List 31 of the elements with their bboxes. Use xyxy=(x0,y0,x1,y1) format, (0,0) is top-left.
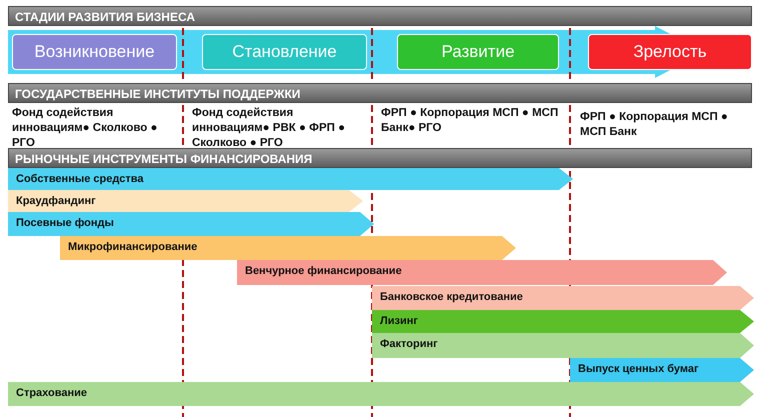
section-header-band: ГОСУДАРСТВЕННЫЕ ИНСТИТУТЫ ПОДДЕРЖКИ xyxy=(8,83,752,103)
bar-label: Микрофинансирование xyxy=(68,241,198,253)
arrow-bar xyxy=(8,168,573,190)
arrow-bar xyxy=(60,236,516,260)
arrow-bar xyxy=(372,286,754,310)
support-institutions-text: ФРП ● Корпорация МСП ● МСП Банк xyxy=(580,110,729,140)
bar-label: Венчурное финансирование xyxy=(245,265,402,277)
bar-label: Краудфандинг xyxy=(16,195,96,207)
arrow-bar xyxy=(8,190,363,212)
support-institutions-text: ФРП ● Корпорация МСП ● МСП Банк● РГО xyxy=(381,106,560,136)
section-header-band: РЫНОЧНЫЕ ИНСТРУМЕНТЫ ФИНАНСИРОВАНИЯ xyxy=(8,148,752,168)
arrow-bar xyxy=(372,310,754,333)
bar-label: Выпуск ценных бумаг xyxy=(578,363,699,375)
bar-label: Факторинг xyxy=(380,338,438,350)
bar-label: Собственные средства xyxy=(16,173,144,185)
bar-label: Страхование xyxy=(16,387,87,399)
bar-label: Банковское кредитование xyxy=(380,291,523,303)
bar-label: Лизинг xyxy=(380,315,418,327)
stage-box: Зрелость xyxy=(588,34,752,70)
arrow-bar xyxy=(8,212,374,236)
arrow-bar xyxy=(372,333,754,358)
support-institutions-text: Фонд содействия инновациям● Сколково ● РГО xyxy=(12,106,158,151)
stage-box: Развитие xyxy=(397,34,559,70)
bar-label: Посевные фонды xyxy=(16,217,114,229)
section-header-band: СТАДИИ РАЗВИТИЯ БИЗНЕСА xyxy=(8,6,752,26)
stage-box: Становление xyxy=(202,34,367,70)
arrow-bar xyxy=(8,382,754,406)
stage-box: Возникновение xyxy=(12,34,177,70)
arrow-bar xyxy=(237,260,727,285)
arrow-bar xyxy=(570,358,754,382)
support-institutions-text: Фонд содействия инновациям● РВК ● ФРП ● Сколково ● РГО xyxy=(192,106,346,151)
